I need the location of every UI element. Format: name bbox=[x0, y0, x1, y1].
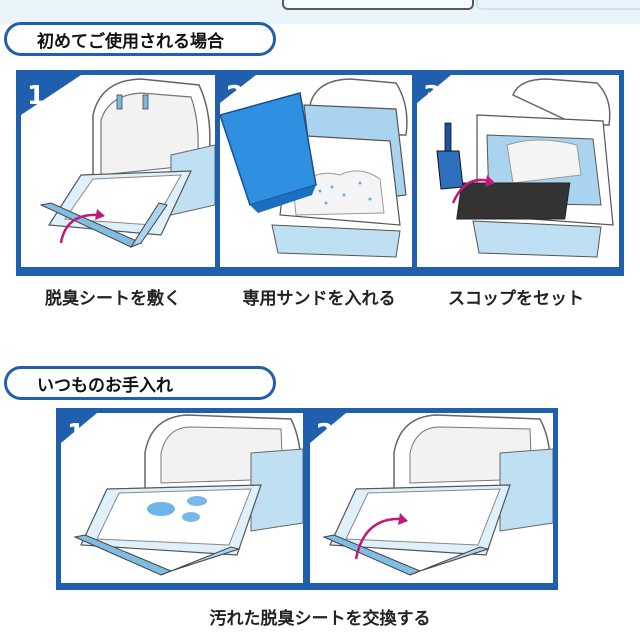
scoop-set-illustration bbox=[417, 75, 614, 258]
section1-step2-panel: 2 bbox=[220, 75, 412, 267]
section1-step2-caption: 専用サンドを入れる bbox=[242, 289, 396, 309]
pour-sand-illustration bbox=[220, 75, 408, 258]
step-number: 1 bbox=[27, 81, 46, 111]
section1-step1-panel: 1 bbox=[21, 75, 215, 267]
section1-title: 初めてご使用される場合 bbox=[37, 31, 224, 52]
step-number: 1 bbox=[67, 419, 86, 449]
section1-step3-panel: 3 bbox=[417, 75, 619, 267]
section2-step2-panel: 2 bbox=[310, 413, 553, 583]
replace-sheet-illustration bbox=[310, 413, 553, 576]
section1-step3-caption: スコップをセット bbox=[448, 289, 584, 309]
section2-caption: 汚れた脱臭シートを交換する bbox=[209, 609, 431, 629]
section2-title: いつものお手入れ bbox=[37, 375, 173, 396]
top-tab-left bbox=[282, 0, 474, 10]
section2-title-pill: いつものお手入れ bbox=[4, 366, 276, 400]
step-number: 2 bbox=[316, 419, 335, 449]
section1-title-pill: 初めてご使用される場合 bbox=[4, 22, 276, 56]
section2-step1-panel: 1 bbox=[61, 413, 303, 583]
litter-box-sheet-illustration bbox=[21, 75, 215, 249]
top-tab-right bbox=[476, 0, 640, 10]
step-number: 3 bbox=[423, 81, 442, 111]
dirty-sheet-illustration bbox=[61, 413, 303, 576]
step-number: 2 bbox=[226, 81, 245, 111]
section1-step1-caption: 脱臭シートを敷く bbox=[45, 289, 181, 309]
top-strip bbox=[0, 0, 640, 24]
